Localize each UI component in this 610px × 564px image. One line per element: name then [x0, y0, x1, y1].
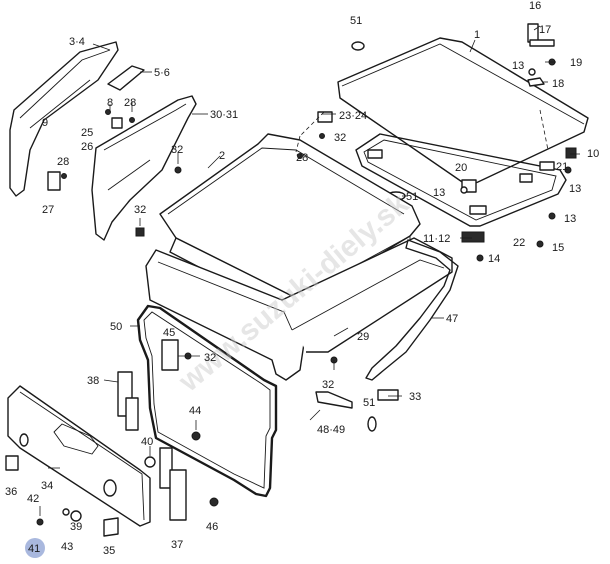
weatherstrip-47[interactable] — [365, 239, 459, 381]
callout-40[interactable]: 40 — [141, 436, 153, 448]
callout-51a[interactable]: 51 — [350, 15, 362, 27]
hardware-left — [47, 109, 338, 364]
callout-13b[interactable]: 13 — [433, 187, 445, 199]
callout-29[interactable]: 29 — [357, 331, 369, 343]
side-frame-3-4[interactable] — [9, 41, 119, 197]
callout-51b[interactable]: 51 — [406, 191, 418, 203]
callout-37[interactable]: 37 — [171, 539, 183, 551]
callout-26[interactable]: 26 — [81, 141, 93, 153]
roof-frame[interactable] — [355, 133, 567, 227]
callout-42[interactable]: 42 — [27, 493, 39, 505]
callout-46[interactable]: 46 — [206, 521, 218, 533]
callout-13d[interactable]: 13 — [564, 213, 576, 225]
lower-frame[interactable] — [145, 237, 453, 381]
callout-33[interactable]: 33 — [409, 391, 421, 403]
door-seal-50[interactable] — [136, 304, 278, 498]
callout-32a[interactable]: 32 — [334, 132, 346, 144]
callout-35[interactable]: 35 — [103, 545, 115, 557]
callout-13c[interactable]: 13 — [569, 183, 581, 195]
callout-34[interactable]: 34 — [41, 480, 53, 492]
callout-13a[interactable]: 13 — [512, 60, 524, 72]
small-parts-lower — [5, 389, 399, 537]
callout-labels: 1 2 3·4 5·6 8 9 10 11·12 13 13 13 13 14 … — [5, 0, 599, 557]
callout-3-4[interactable]: 3·4 — [69, 36, 85, 48]
callout-36[interactable]: 36 — [5, 486, 17, 498]
callout-30-31[interactable]: 30·31 — [210, 109, 238, 121]
callout-41-highlight — [25, 538, 45, 558]
callout-1[interactable]: 1 — [474, 29, 480, 41]
callout-45[interactable]: 45 — [163, 327, 175, 339]
callout-21[interactable]: 21 — [556, 161, 568, 173]
callout-32b[interactable]: 32 — [171, 144, 183, 156]
rear-window-panel-34[interactable] — [7, 385, 151, 527]
callout-39[interactable]: 39 — [70, 521, 82, 533]
bracket-5-6 — [107, 65, 145, 91]
callout-5-6[interactable]: 5·6 — [154, 67, 170, 79]
callout-10[interactable]: 10 — [587, 148, 599, 160]
callout-38[interactable]: 38 — [87, 375, 99, 387]
callout-20[interactable]: 20 — [455, 162, 467, 174]
leader-lines — [39, 25, 580, 516]
callout-32d[interactable]: 32 — [204, 352, 216, 364]
callout-14[interactable]: 14 — [488, 253, 500, 265]
callout-41[interactable]: 41 — [28, 543, 40, 555]
side-frame-30-31[interactable] — [91, 95, 197, 241]
callout-9[interactable]: 9 — [42, 117, 48, 129]
callout-48-49[interactable]: 48·49 — [317, 424, 345, 436]
callout-28c[interactable]: 28 — [296, 152, 308, 164]
callout-18[interactable]: 18 — [552, 78, 564, 90]
callout-8[interactable]: 8 — [107, 97, 113, 109]
hardware-13-18-19 — [351, 41, 577, 262]
callout-32c[interactable]: 32 — [134, 204, 146, 216]
callout-43[interactable]: 43 — [61, 541, 73, 553]
callout-28b[interactable]: 28 — [57, 156, 69, 168]
hinge-38[interactable] — [117, 371, 139, 431]
callout-15[interactable]: 15 — [552, 242, 564, 254]
hinge-37[interactable] — [159, 447, 187, 521]
callout-22[interactable]: 22 — [513, 237, 525, 249]
callout-11-12[interactable]: 11·12 — [423, 233, 450, 245]
callout-47[interactable]: 47 — [446, 313, 458, 325]
callout-28a[interactable]: 28 — [124, 97, 136, 109]
callout-50[interactable]: 50 — [110, 321, 122, 333]
callout-16[interactable]: 16 — [529, 0, 541, 12]
callout-23-24[interactable]: 23·24 — [339, 110, 367, 122]
callout-27[interactable]: 27 — [42, 204, 54, 216]
callout-25[interactable]: 25 — [81, 127, 93, 139]
callout-51c[interactable]: 51 — [363, 397, 375, 409]
callout-2[interactable]: 2 — [219, 150, 225, 162]
hinge-bracket-16-17 — [527, 23, 555, 47]
callout-44[interactable]: 44 — [189, 405, 201, 417]
callout-17[interactable]: 17 — [539, 24, 551, 36]
callout-19[interactable]: 19 — [570, 57, 582, 69]
callout-32e[interactable]: 32 — [322, 379, 334, 391]
